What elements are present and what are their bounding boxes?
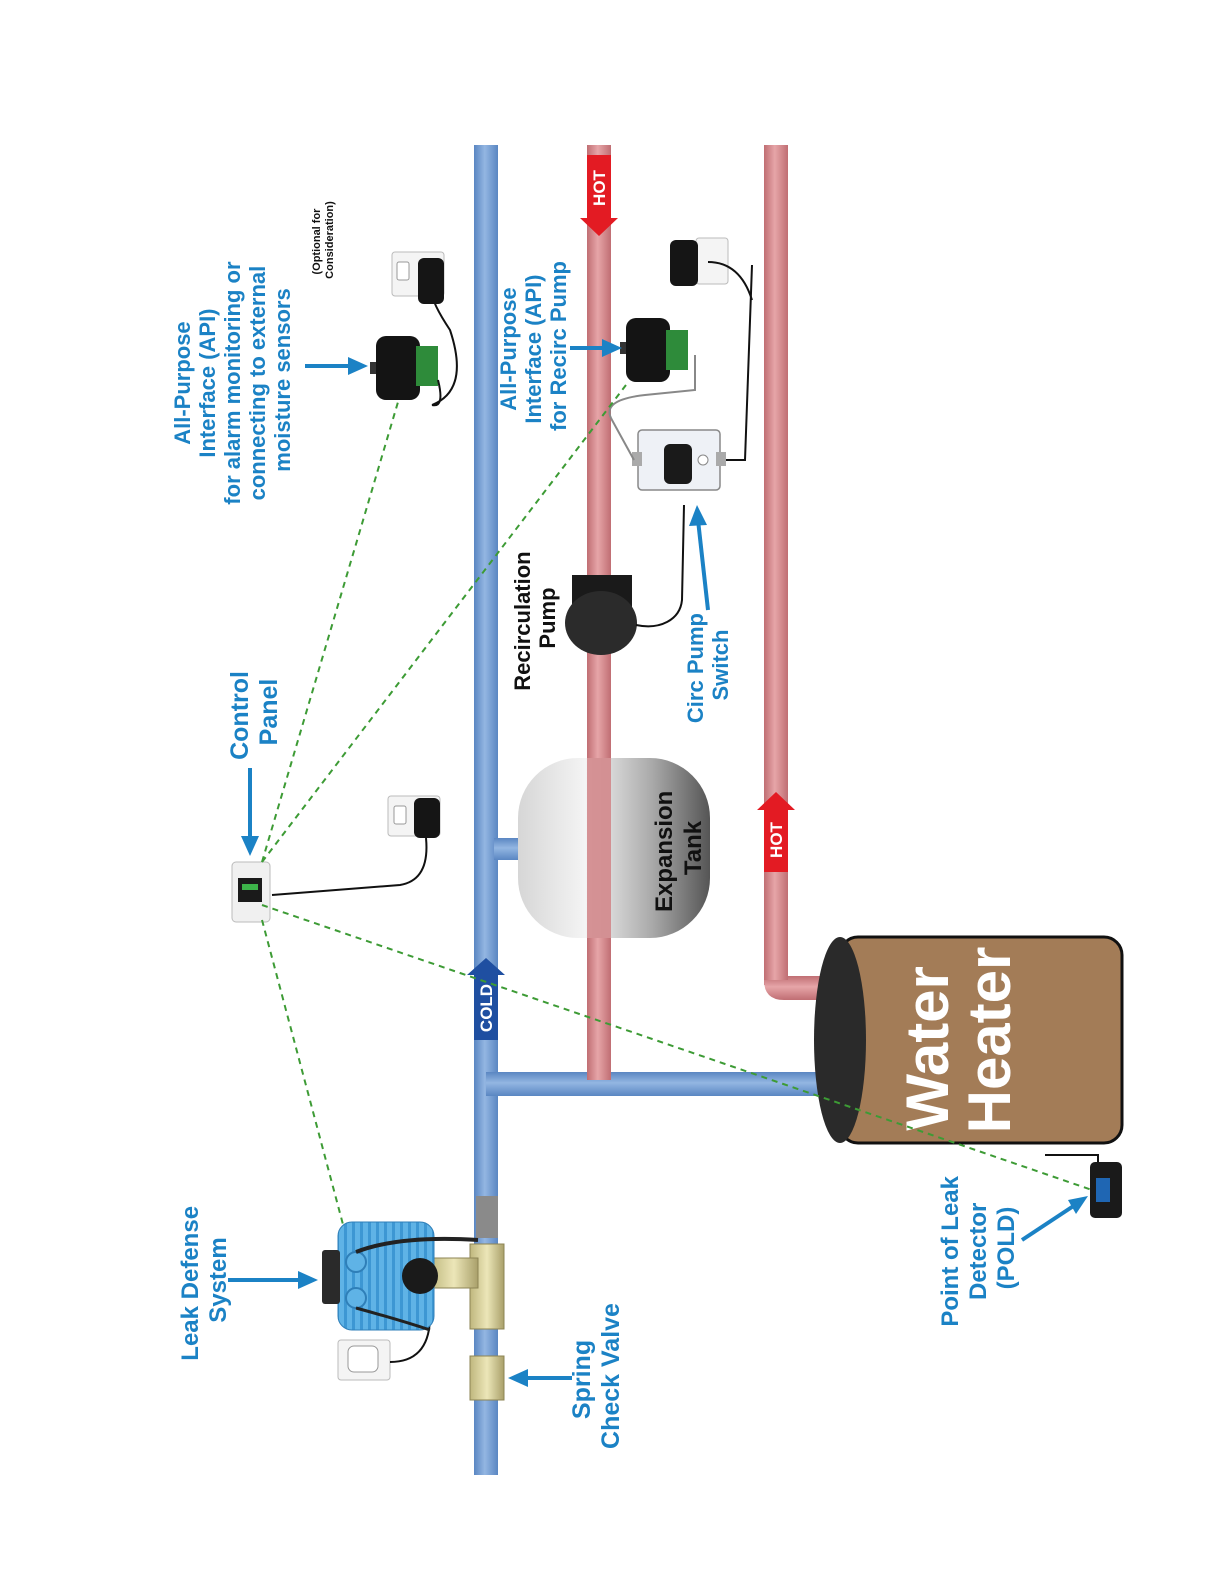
recirc-pump-label-1: Recirculation (510, 551, 535, 690)
recirculation-pump: Recirculation Pump (510, 504, 685, 691)
svg-text:Water Heater: Water Heater (894, 947, 1023, 1134)
cold-tag: COLD (467, 958, 505, 1040)
wall-outlet-icon-2 (271, 795, 441, 896)
svg-text:Spring Check Valve: Spring Check Valve (568, 1303, 625, 1449)
api-alarm-arrow (305, 357, 368, 375)
svg-text:Control Panel: Control Panel (226, 664, 283, 760)
wall-outlet-icon-3 (670, 237, 753, 301)
wall-outlet-icon-4 (337, 1319, 431, 1381)
pold-sensor-icon (1045, 1154, 1122, 1218)
recirc-pump-label-2: Pump (535, 587, 560, 648)
hot-bottom-tag: HOT (757, 792, 795, 872)
pold-label-2: Detector (965, 1203, 992, 1300)
api-recirc-arrow (570, 339, 622, 357)
control-panel-icon (231, 861, 271, 923)
leak-valve-icon (322, 1196, 505, 1401)
pold-arrow (1020, 1196, 1088, 1242)
hot-top-tag-label: HOT (590, 169, 609, 206)
api-optional-label-1: (Optional for (311, 208, 323, 275)
cold-tag-label: COLD (477, 984, 496, 1032)
hot-top-tag: HOT (580, 155, 618, 236)
svg-text:Point of Leak Detector: Point of Leak Detector (POLD) (937, 1169, 1020, 1326)
svg-text:Expansion Tank: Expansion Tank (651, 784, 707, 912)
circ-switch-arrow (689, 505, 710, 611)
leak-defense-label-2: System (205, 1237, 232, 1322)
spring-check-valve-arrow (508, 1369, 572, 1387)
control-panel-label-2: Panel (255, 679, 283, 746)
svg-text:Circ Pump Switch: Circ Pump Switch (683, 607, 733, 723)
expansion-tank: Expansion Tank (518, 758, 710, 938)
pold-label-1: Point of Leak (937, 1175, 964, 1326)
api-alarm-label-2: Interface (API) (195, 308, 220, 457)
pold-label-3: (POLD) (993, 1207, 1020, 1290)
api-recirc-label-3: for Recirc Pump (546, 261, 571, 431)
wall-outlet-icon (391, 251, 445, 304)
leak-defense-arrow (228, 1271, 318, 1289)
svg-text:(Optional for Consideratio: (Optional for Consideration) (311, 201, 336, 279)
water-heater-label-1: Water (894, 966, 961, 1130)
spring-check-label-1: Spring (568, 1340, 596, 1419)
api-alarm-label-3: for alarm monitoring or (220, 261, 245, 505)
circ-switch-label-1: Circ Pump (683, 613, 708, 723)
api-alarm-label-4: connecting to external (245, 266, 270, 501)
api-recirc-module-icon (620, 318, 688, 382)
api-alarm-label-5: moisture sensors (270, 288, 295, 471)
svg-text:Leak Defense System: Leak Defense System (177, 1199, 232, 1360)
circ-switch-label-2: Switch (708, 630, 733, 701)
expansion-tank-label-2: Tank (680, 820, 707, 875)
control-panel-arrow (241, 768, 259, 856)
water-heater: Water Heater (814, 935, 1124, 1145)
api-module-icon (370, 289, 458, 407)
leak-defense-label-1: Leak Defense (177, 1206, 204, 1361)
svg-text:Recirculation Pump: Recirculation Pump (510, 545, 560, 691)
svg-text:All-Purpose Interface (API: All-Purpose Interface (API) for Recirc P… (496, 261, 571, 431)
control-panel-label-1: Control (226, 671, 254, 760)
api-recirc-label-2: Interface (API) (521, 274, 546, 423)
api-recirc-label-1: All-Purpose (496, 287, 521, 410)
svg-text:All-Purpose Interface (API: All-Purpose Interface (API) for alarm mo… (170, 255, 295, 504)
wireless-signal-lines (261, 384, 1093, 1233)
api-alarm-label-1: All-Purpose (170, 321, 195, 444)
water-heater-label-2: Heater (956, 947, 1023, 1134)
api-optional-label-2: Consideration) (324, 201, 336, 279)
circ-switch-icon (608, 264, 753, 491)
hot-bottom-tag-label: HOT (767, 821, 786, 858)
spring-check-label-2: Check Valve (597, 1303, 625, 1449)
expansion-tank-label-1: Expansion (651, 791, 678, 912)
